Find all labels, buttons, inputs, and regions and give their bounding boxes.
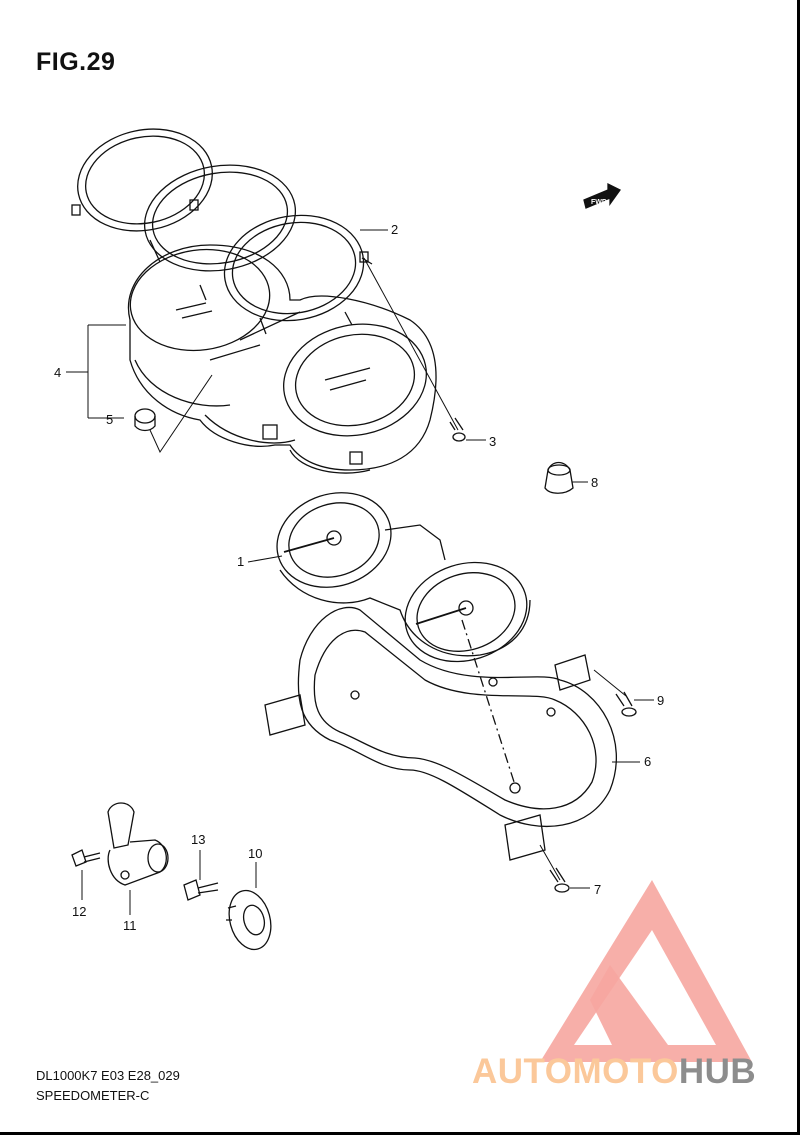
figure-title: FIG.29 [36,48,116,76]
watermark-logo-icon [540,880,752,1062]
fwd-arrow-icon: FWD [583,182,621,209]
cap-8 [544,461,574,494]
callout-10: 10 [248,846,262,861]
lower-case [264,606,617,861]
watermark-brand-part1: AUTOMOTO [472,1052,679,1091]
screw-3 [449,417,466,442]
bolt-13 [183,879,219,901]
gauge-dials [276,492,531,663]
bezel-rings [71,128,373,335]
screw-9 [615,691,637,717]
callout-12: 12 [72,904,86,919]
watermark-text: AUTOMOTOHUB [472,1052,756,1092]
fwd-label: FWD [591,199,607,206]
callout-5: 5 [106,412,113,427]
callout-11: 11 [123,918,137,933]
callout-13: 13 [191,832,205,847]
callout-8: 8 [591,475,598,490]
grommet [134,408,156,432]
meter-case [127,244,437,474]
footer-code: DL1000K7 E03 E28_029 [36,1068,180,1083]
callout-labels: 1 2 3 4 5 6 7 8 9 10 11 12 13 [54,222,664,933]
screw-7 [549,867,570,893]
callout-3: 3 [489,434,496,449]
leader-lines [66,229,654,915]
callout-1: 1 [237,554,244,569]
bolt-12 [71,849,101,867]
callout-4: 4 [54,365,61,380]
speed-sensor [107,802,169,886]
callout-2: 2 [391,222,398,237]
callout-7: 7 [594,882,601,897]
watermark-brand-part2: HUB [678,1052,757,1091]
footer-name: SPEEDOMETER-C [36,1088,150,1103]
callout-6: 6 [644,754,651,769]
sensor-rotor [226,889,272,951]
callout-9: 9 [657,693,664,708]
